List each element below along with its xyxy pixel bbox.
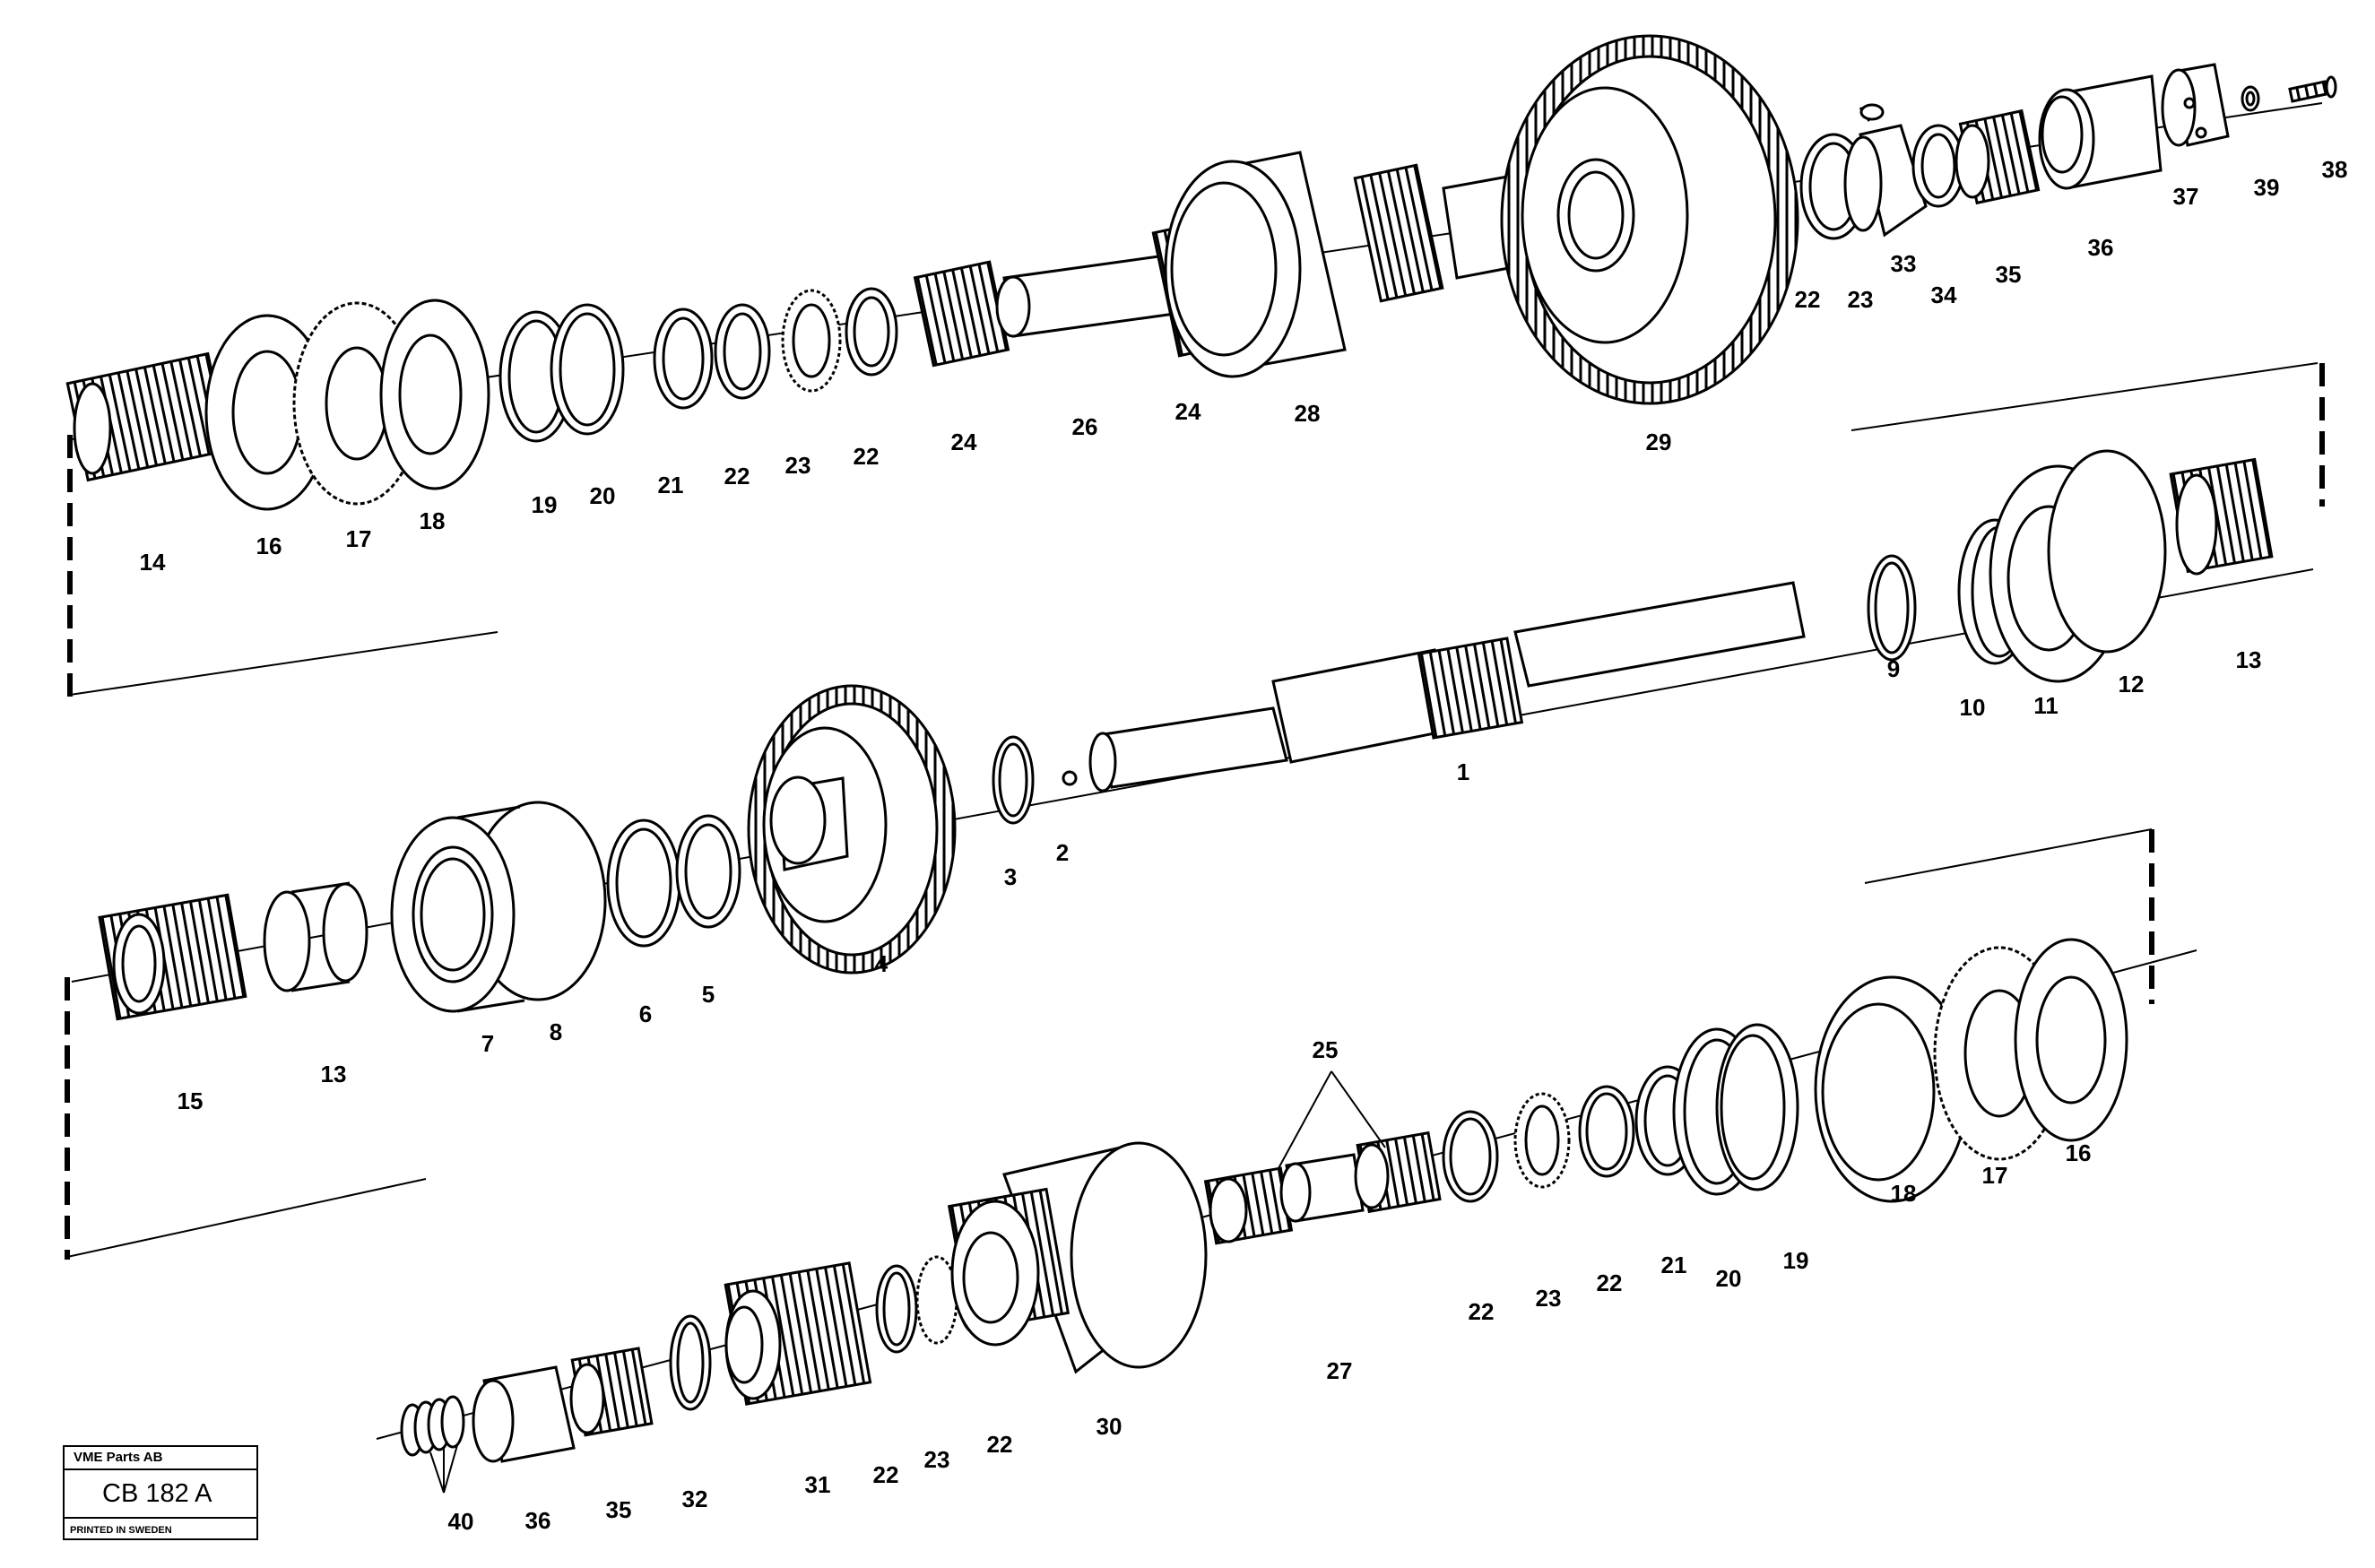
part-label: 33: [1891, 250, 1917, 277]
part-label: 26: [1072, 413, 1098, 440]
part-label: 19: [1783, 1247, 1809, 1274]
part-label: 21: [658, 472, 684, 498]
part-label: 35: [606, 1496, 632, 1523]
part-labels-top: 14 16 17 18 19 20 21 22 23 22 24 26 24 2…: [140, 156, 2348, 576]
part-label: 11: [2033, 692, 2059, 719]
part-label: 5: [702, 981, 715, 1008]
part-label: 20: [1716, 1265, 1742, 1292]
part-label: 3: [1004, 863, 1017, 890]
stamp-printed: PRINTED IN SWEDEN: [70, 1525, 172, 1536]
part-label: 22: [873, 1461, 899, 1488]
part-label: 25: [1313, 1036, 1339, 1063]
part-label: 22: [724, 463, 750, 489]
part-label: 23: [1536, 1285, 1562, 1312]
part-label: 34: [1931, 282, 1957, 308]
part-label: 39: [2254, 174, 2280, 201]
part-label: 21: [1661, 1252, 1687, 1278]
part-label: 10: [1960, 694, 1986, 721]
part-label: 28: [1295, 400, 1321, 427]
part-label: 9: [1887, 655, 1900, 682]
part-label: 15: [178, 1087, 204, 1114]
part-label: 4: [875, 950, 888, 977]
part-label: 17: [346, 525, 372, 552]
part-label: 16: [256, 533, 282, 559]
part-label: 23: [785, 452, 811, 479]
part-label: 13: [2236, 646, 2262, 673]
part-label: 38: [2322, 156, 2348, 183]
part-label: 19: [532, 491, 558, 518]
part-label: 22: [854, 443, 880, 470]
part-label: 1: [1457, 758, 1469, 785]
part-label: 36: [525, 1507, 551, 1534]
part-labels-bottom: 40 36 35 32 31 22 23 22 30 27 25 22 23 2…: [448, 1036, 2092, 1535]
part-label: 30: [1096, 1413, 1122, 1440]
part-label: 23: [924, 1446, 950, 1473]
catalog-stamp: VME Parts AB CB 182 A PRINTED IN SWEDEN: [63, 1445, 258, 1540]
part-label: 2: [1056, 839, 1069, 866]
part-label: 37: [2173, 183, 2199, 210]
part-label: 20: [590, 482, 616, 509]
part-label: 7: [481, 1030, 494, 1057]
middle-row-parts: [98, 449, 2274, 1021]
stamp-code: CB 182 A: [65, 1470, 256, 1519]
part-label: 13: [321, 1061, 347, 1087]
part-label: 29: [1646, 429, 1672, 455]
part-label: 32: [682, 1486, 708, 1512]
part-label: 35: [1996, 261, 2022, 288]
bottom-row-parts: [400, 938, 2128, 1463]
part-label: 17: [1982, 1162, 2008, 1189]
part-label: 22: [1597, 1269, 1623, 1296]
part-label: 31: [805, 1471, 831, 1498]
part-label: 27: [1327, 1357, 1353, 1384]
stamp-company: VME Parts AB: [65, 1447, 256, 1470]
leader-lines: [429, 1070, 1386, 1494]
part-label: 18: [420, 507, 446, 534]
part-label: 14: [140, 549, 166, 576]
part-label: 40: [448, 1508, 474, 1535]
part-label: 22: [1795, 286, 1821, 313]
part-label: 24: [951, 429, 977, 455]
part-label: 6: [639, 1001, 652, 1027]
part-labels-middle: 15 13 7 8 6 5 4 3 2 1 9 10 11 12 13: [178, 646, 2262, 1114]
part-label: 18: [1891, 1180, 1917, 1207]
part-label: 12: [2119, 671, 2145, 697]
part-label: 22: [1469, 1298, 1495, 1325]
part-label: 36: [2088, 234, 2114, 261]
part-label: 8: [550, 1018, 562, 1045]
part-label: 24: [1175, 398, 1201, 425]
part-label: 23: [1848, 286, 1874, 313]
part-label: 22: [987, 1431, 1013, 1458]
part-label: 16: [2066, 1139, 2092, 1166]
top-row-parts: [65, 34, 2337, 511]
